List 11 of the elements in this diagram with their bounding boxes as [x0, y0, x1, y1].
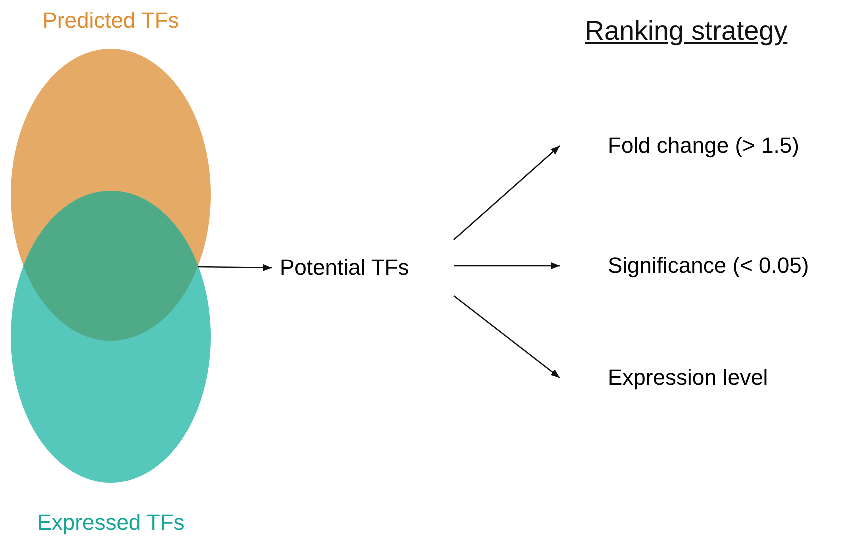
node-label: Potential TFs [280, 255, 410, 281]
heading: Ranking strategy [585, 16, 788, 47]
node-label: Expression level [608, 365, 768, 391]
set-label: Predicted TFs [42, 8, 180, 34]
arrow [454, 146, 560, 240]
node-label: Fold change (> 1.5) [608, 133, 800, 159]
node-label: Significance (< 0.05) [608, 253, 810, 279]
set-label: Expressed TFs [36, 510, 186, 536]
arrow [454, 262, 560, 270]
arrow [198, 264, 272, 272]
arrow [454, 295, 560, 379]
